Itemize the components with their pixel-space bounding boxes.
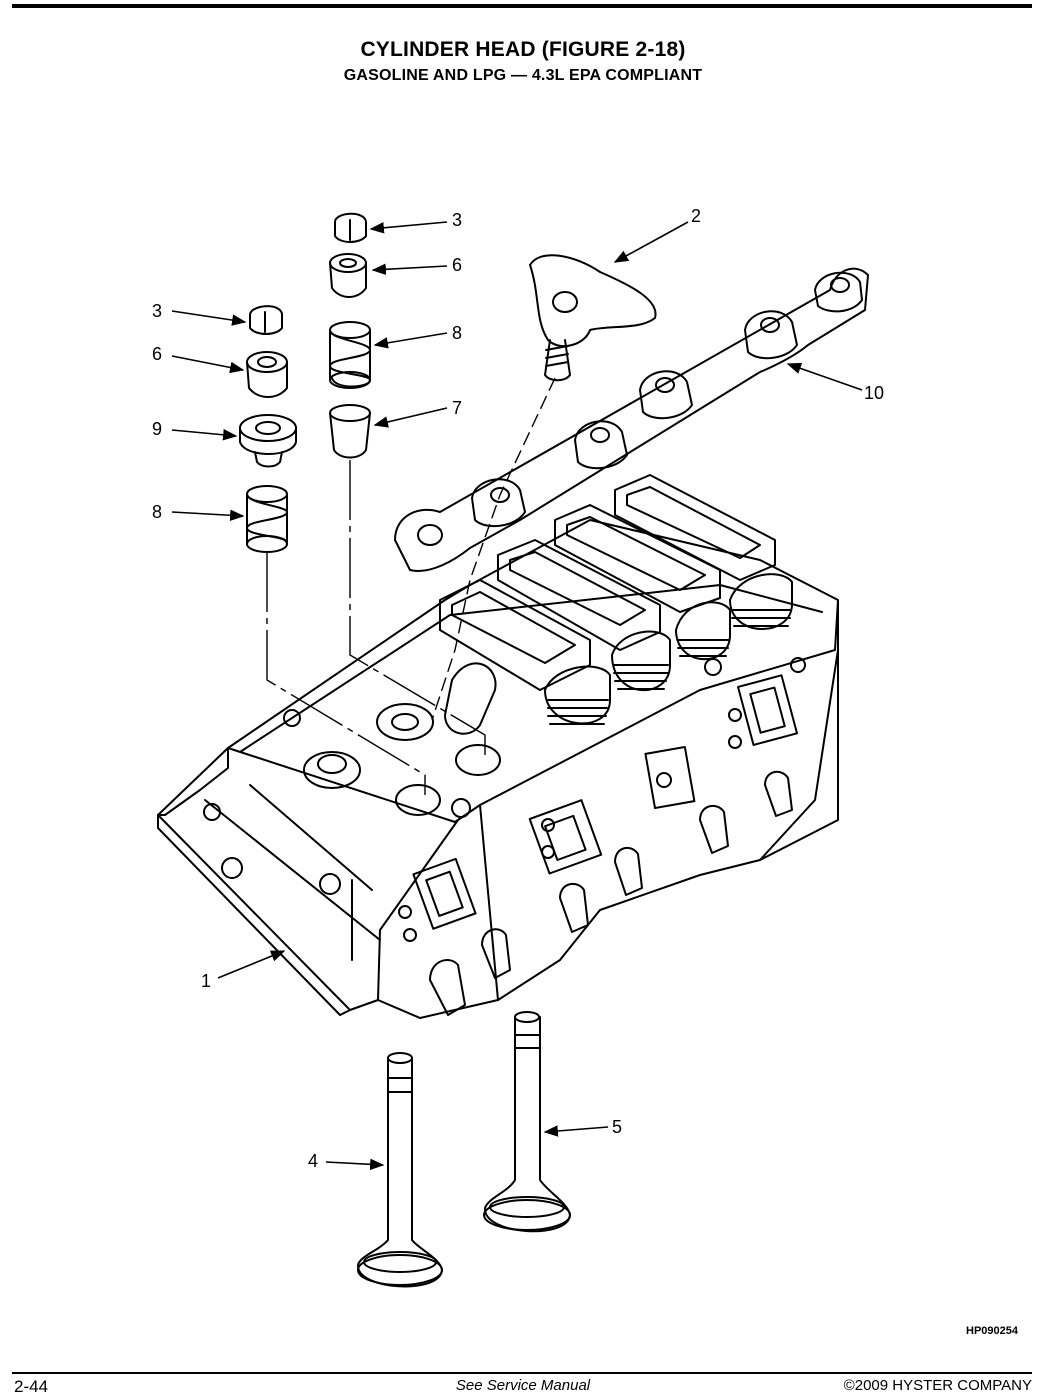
leader-8-right <box>373 332 448 349</box>
callout-9: 9 <box>152 419 162 439</box>
figure-id: HP090254 <box>966 1325 1018 1337</box>
callout-10: 10 <box>864 383 884 403</box>
callout-7: 7 <box>452 398 462 418</box>
cylinder-head <box>157 474 839 1019</box>
leader-10 <box>786 362 863 391</box>
leader-1 <box>217 950 286 979</box>
leader-3-left <box>171 310 247 326</box>
page-title: CYLINDER HEAD (FIGURE 2-18) <box>360 38 686 61</box>
valve-rotator <box>239 414 297 468</box>
callout-labels: 3 6 8 7 2 10 3 6 9 8 1 4 5 <box>152 206 884 1171</box>
service-manual-reference: See Service Manual <box>455 1377 591 1394</box>
callout-2: 2 <box>691 206 701 226</box>
callout-3-left: 3 <box>152 301 162 321</box>
callout-3-right: 3 <box>452 210 462 230</box>
leader-3-right <box>369 221 448 234</box>
top-rule <box>12 4 1032 8</box>
spring-cap-right <box>329 253 367 298</box>
leader-9 <box>171 429 238 441</box>
leader-6-left <box>171 355 245 374</box>
leader-8-left <box>171 509 245 522</box>
callout-1: 1 <box>201 971 211 991</box>
callout-6-left: 6 <box>152 344 162 364</box>
copyright: ©2009 HYSTER COMPANY <box>843 1377 1032 1394</box>
leader-6-right <box>371 263 448 276</box>
intake-valve <box>356 1052 443 1288</box>
valve-keeper-left <box>249 305 283 335</box>
leader-4 <box>325 1158 385 1171</box>
valve-spring-right <box>329 321 371 389</box>
valve-spring-left <box>246 485 288 553</box>
callout-5: 5 <box>612 1117 622 1137</box>
assembly-lines <box>266 377 556 795</box>
valve-stem-seal <box>329 404 371 459</box>
leader-arrows <box>171 221 863 1171</box>
callout-8-left: 8 <box>152 502 162 522</box>
callout-4: 4 <box>308 1151 318 1171</box>
valve-keeper-right <box>334 212 367 243</box>
leader-5 <box>543 1125 609 1137</box>
exhaust-valve <box>483 1011 571 1233</box>
rocker-guide-rail <box>394 267 869 572</box>
page-number: 2-44 <box>14 1377 49 1396</box>
spring-cap-left <box>246 351 288 398</box>
bottom-rule <box>12 1372 1032 1374</box>
leader-7 <box>373 407 448 428</box>
page-subtitle: GASOLINE AND LPG — 4.3L EPA COMPLIANT <box>343 67 703 84</box>
callout-6-right: 6 <box>452 255 462 275</box>
rocker-arm <box>529 254 657 382</box>
leader-2 <box>613 221 689 263</box>
callout-8-right: 8 <box>452 323 462 343</box>
